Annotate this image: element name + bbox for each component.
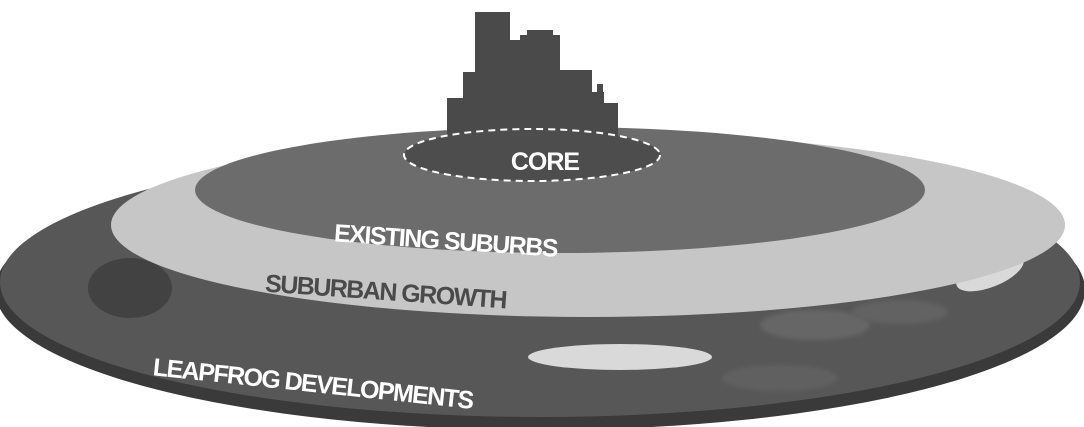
- core-label: CORE: [511, 148, 580, 176]
- core-area: [403, 128, 661, 182]
- leapfrog-patch-faint-1: [760, 310, 870, 340]
- existing-suburbs-ring: [195, 127, 925, 253]
- leapfrog-patch-faint-2: [852, 300, 948, 324]
- leapfrog-patch-faint-3: [722, 365, 838, 391]
- leapfrog-patch-light-center: [528, 344, 712, 370]
- leapfrog-patch-dark: [88, 258, 172, 318]
